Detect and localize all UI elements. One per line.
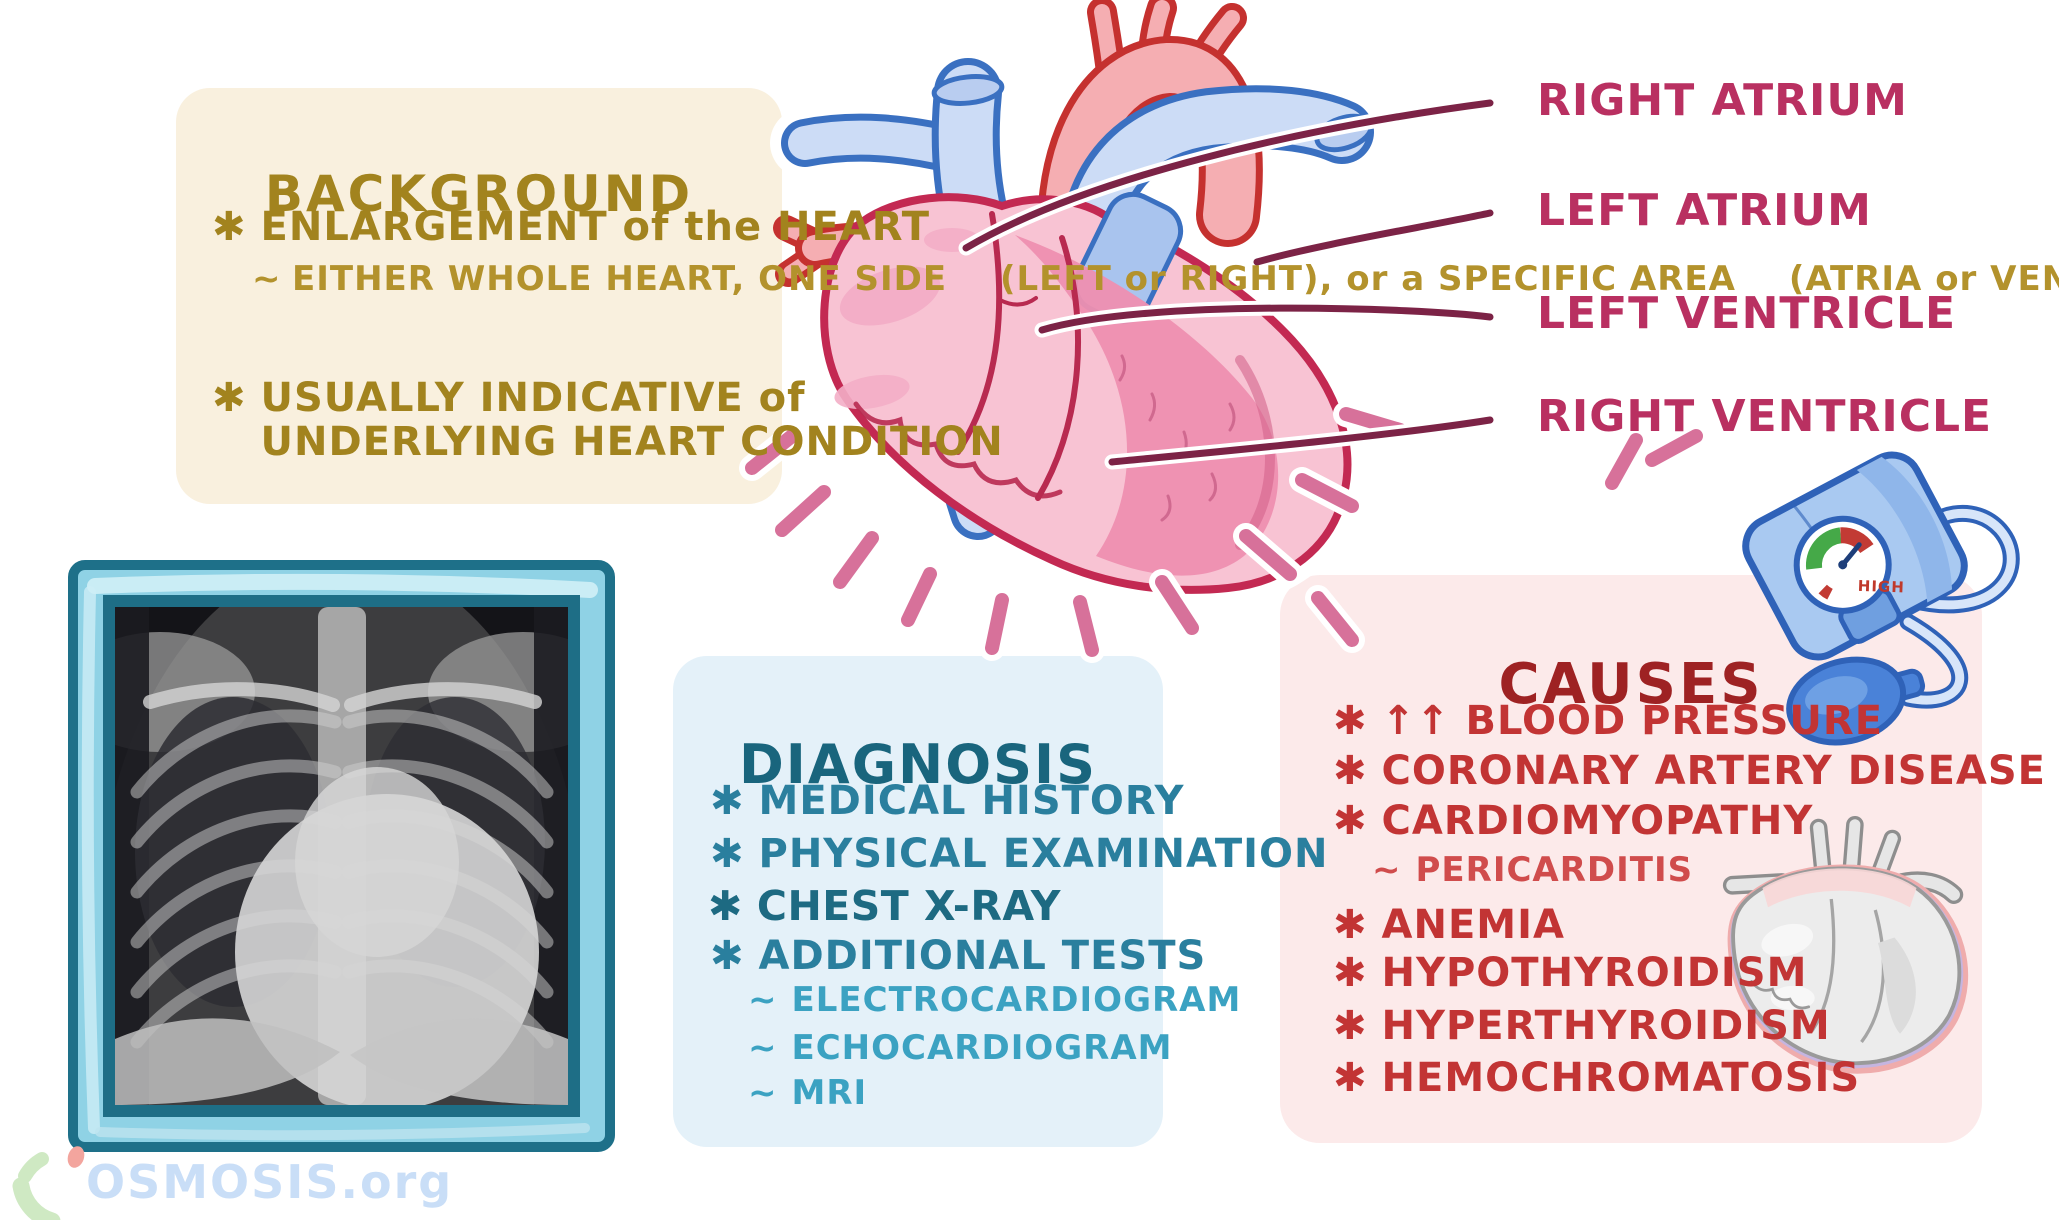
cause-item-cardiomyopathy: ✱CARDIOMYOPATHY <box>1333 798 1814 844</box>
asterisk-bullet-icon: ✱ <box>1333 798 1368 844</box>
background-bullet-enlargement: ✱ENLARGEMENT of the HEART <box>212 204 931 250</box>
label-right-ventricle: RIGHT VENTRICLE <box>1537 391 1993 442</box>
asterisk-bullet-icon: ✱ <box>1333 1055 1368 1101</box>
cause-item-coronary-artery-disease: ✱CORONARY ARTERY DISEASE <box>1333 748 2046 794</box>
cause-item-hemochromatosis: ✱HEMOCHROMATOSIS <box>1333 1055 1861 1101</box>
asterisk-bullet-icon: ✱ <box>708 882 743 930</box>
osmosis-logo-text: OSMOSIS.org <box>86 1155 454 1209</box>
cause-item-hypothyroidism: ✱HYPOTHYROIDISM <box>1333 950 1808 996</box>
diagnosis-item-medical-history: ✱MEDICAL HISTORY <box>710 778 1185 824</box>
asterisk-bullet-icon: ✱ <box>212 204 247 250</box>
background-panel <box>176 88 782 504</box>
diagnosis-item-physical-examination: ✱PHYSICAL EXAMINATION <box>710 831 1329 877</box>
asterisk-bullet-icon: ✱ <box>1333 950 1368 996</box>
osmosis-logo-mark <box>12 1146 85 1220</box>
tilde-bullet-icon: ~ <box>748 1028 778 1068</box>
background-subbullet-either: ~ EITHER WHOLE HEART, ONE SIDE (LEFT or … <box>252 259 2059 299</box>
background-title: BACKGROUND <box>264 164 694 223</box>
asterisk-bullet-icon: ✱ <box>1333 902 1368 948</box>
asterisk-bullet-icon: ✱ <box>1333 698 1368 744</box>
tilde-bullet-icon: ~ <box>748 980 778 1020</box>
tilde-bullet-icon: ~ <box>1372 850 1402 890</box>
chest-xray-illustration <box>68 560 615 1152</box>
tilde-bullet-icon: ~ <box>748 1073 778 1113</box>
aorta <box>1037 0 1263 287</box>
diagnosis-sub-mri: ~MRI <box>748 1073 868 1113</box>
asterisk-bullet-icon: ✱ <box>1333 748 1368 794</box>
asterisk-bullet-icon: ✱ <box>710 933 745 979</box>
tilde-bullet-icon: ~ <box>252 259 282 299</box>
label-left-ventricle: LEFT VENTRICLE <box>1537 288 1957 339</box>
diagnosis-item-chest-xray: ✱CHEST X-RAY <box>708 882 1061 930</box>
diagnosis-sub-echocardiogram: ~ECHOCARDIOGRAM <box>748 1028 1173 1068</box>
cause-item-hyperthyroidism: ✱HYPERTHYROIDISM <box>1333 1003 1831 1049</box>
label-right-atrium: RIGHT ATRIUM <box>1537 75 1908 126</box>
diagnosis-item-additional-tests: ✱ADDITIONAL TESTS <box>710 933 1207 979</box>
asterisk-bullet-icon: ✱ <box>1333 1003 1368 1049</box>
asterisk-bullet-icon: ✱ <box>212 375 247 421</box>
causes-title: CAUSES <box>1498 652 1764 718</box>
cause-item-anemia: ✱ANEMIA <box>1333 902 1565 948</box>
cause-sub-pericarditis: ~PERICARDITIS <box>1372 850 1694 890</box>
pulmonary-artery <box>1058 85 1374 287</box>
asterisk-bullet-icon: ✱ <box>710 778 745 824</box>
diagnosis-title: DIAGNOSIS <box>738 732 1097 796</box>
diagnosis-sub-electrocardiogram: ~ELECTROCARDIOGRAM <box>748 980 1242 1020</box>
xray-image <box>115 607 568 1105</box>
cause-item-blood-pressure: ✱↑↑ BLOOD PRESSURE <box>1333 698 1884 744</box>
diagnosis-panel <box>673 656 1163 1147</box>
label-left-atrium: LEFT ATRIUM <box>1537 185 1872 236</box>
asterisk-bullet-icon: ✱ <box>710 831 745 877</box>
